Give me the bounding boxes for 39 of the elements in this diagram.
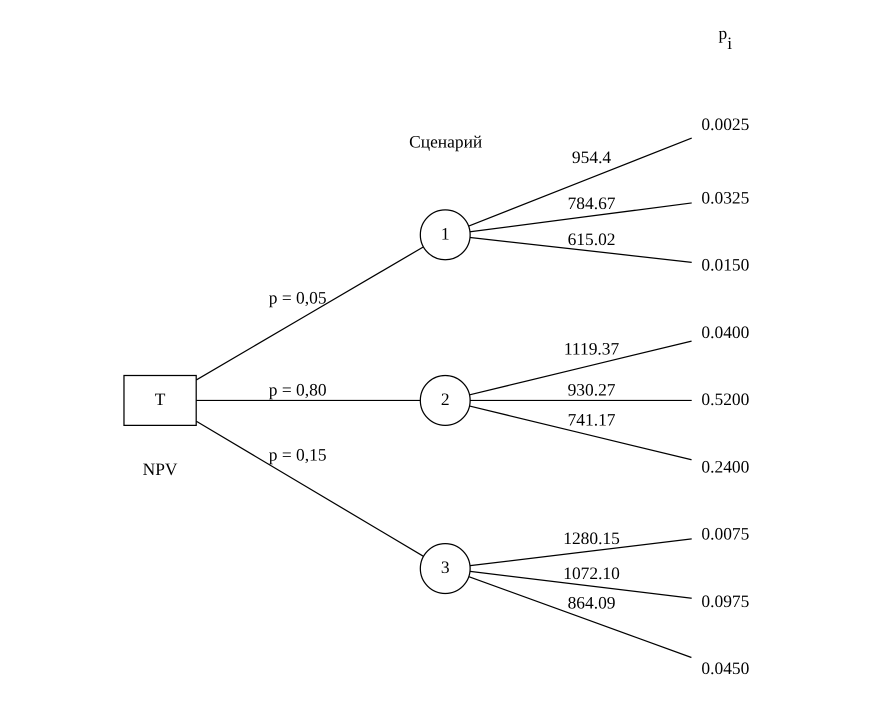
connector — [470, 236, 692, 263]
connector — [469, 576, 692, 658]
edge-label: 1119.37 — [564, 338, 620, 359]
edge-label: 930.27 — [568, 380, 616, 400]
label: NPV — [142, 458, 178, 479]
connector — [470, 202, 692, 232]
node-text: 0.0975 — [701, 590, 750, 611]
edge-label: p = 0,15 — [268, 444, 327, 464]
connector — [470, 538, 692, 566]
node-text: 0.0150 — [701, 254, 750, 275]
edge-label: p = 0,05 — [268, 288, 327, 308]
edge-label: p = 0,80 — [268, 380, 327, 400]
node-text: 0.2400 — [701, 456, 750, 476]
node-box: T — [123, 374, 197, 426]
connector — [196, 420, 424, 557]
node-circle: 2 — [420, 374, 471, 426]
node-text: 0.0400 — [701, 322, 750, 342]
edge-label: 954.4 — [572, 146, 612, 167]
connector — [470, 405, 692, 460]
connector — [470, 400, 692, 402]
connector — [468, 137, 692, 227]
edge-label: 864.09 — [568, 592, 616, 613]
node-text: 0.0450 — [701, 658, 750, 678]
node-text: 0.0075 — [701, 524, 750, 544]
node-text: 0.5200 — [701, 389, 750, 410]
edge-label: 741.17 — [568, 410, 616, 430]
node-text: 0.0025 — [701, 114, 750, 134]
label: Сценарий — [409, 131, 482, 152]
connector — [196, 400, 420, 402]
edge-label: 1280.15 — [563, 528, 620, 548]
connector — [470, 340, 692, 396]
edge-label: 1072.10 — [563, 562, 620, 583]
node-circle: 1 — [420, 209, 471, 260]
edge-label: 784.67 — [568, 192, 616, 213]
connector — [196, 246, 424, 380]
node-text: 0.0325 — [701, 187, 750, 208]
node-circle: 3 — [420, 543, 471, 594]
connector — [470, 570, 692, 599]
edge-label: 615.02 — [568, 229, 616, 250]
